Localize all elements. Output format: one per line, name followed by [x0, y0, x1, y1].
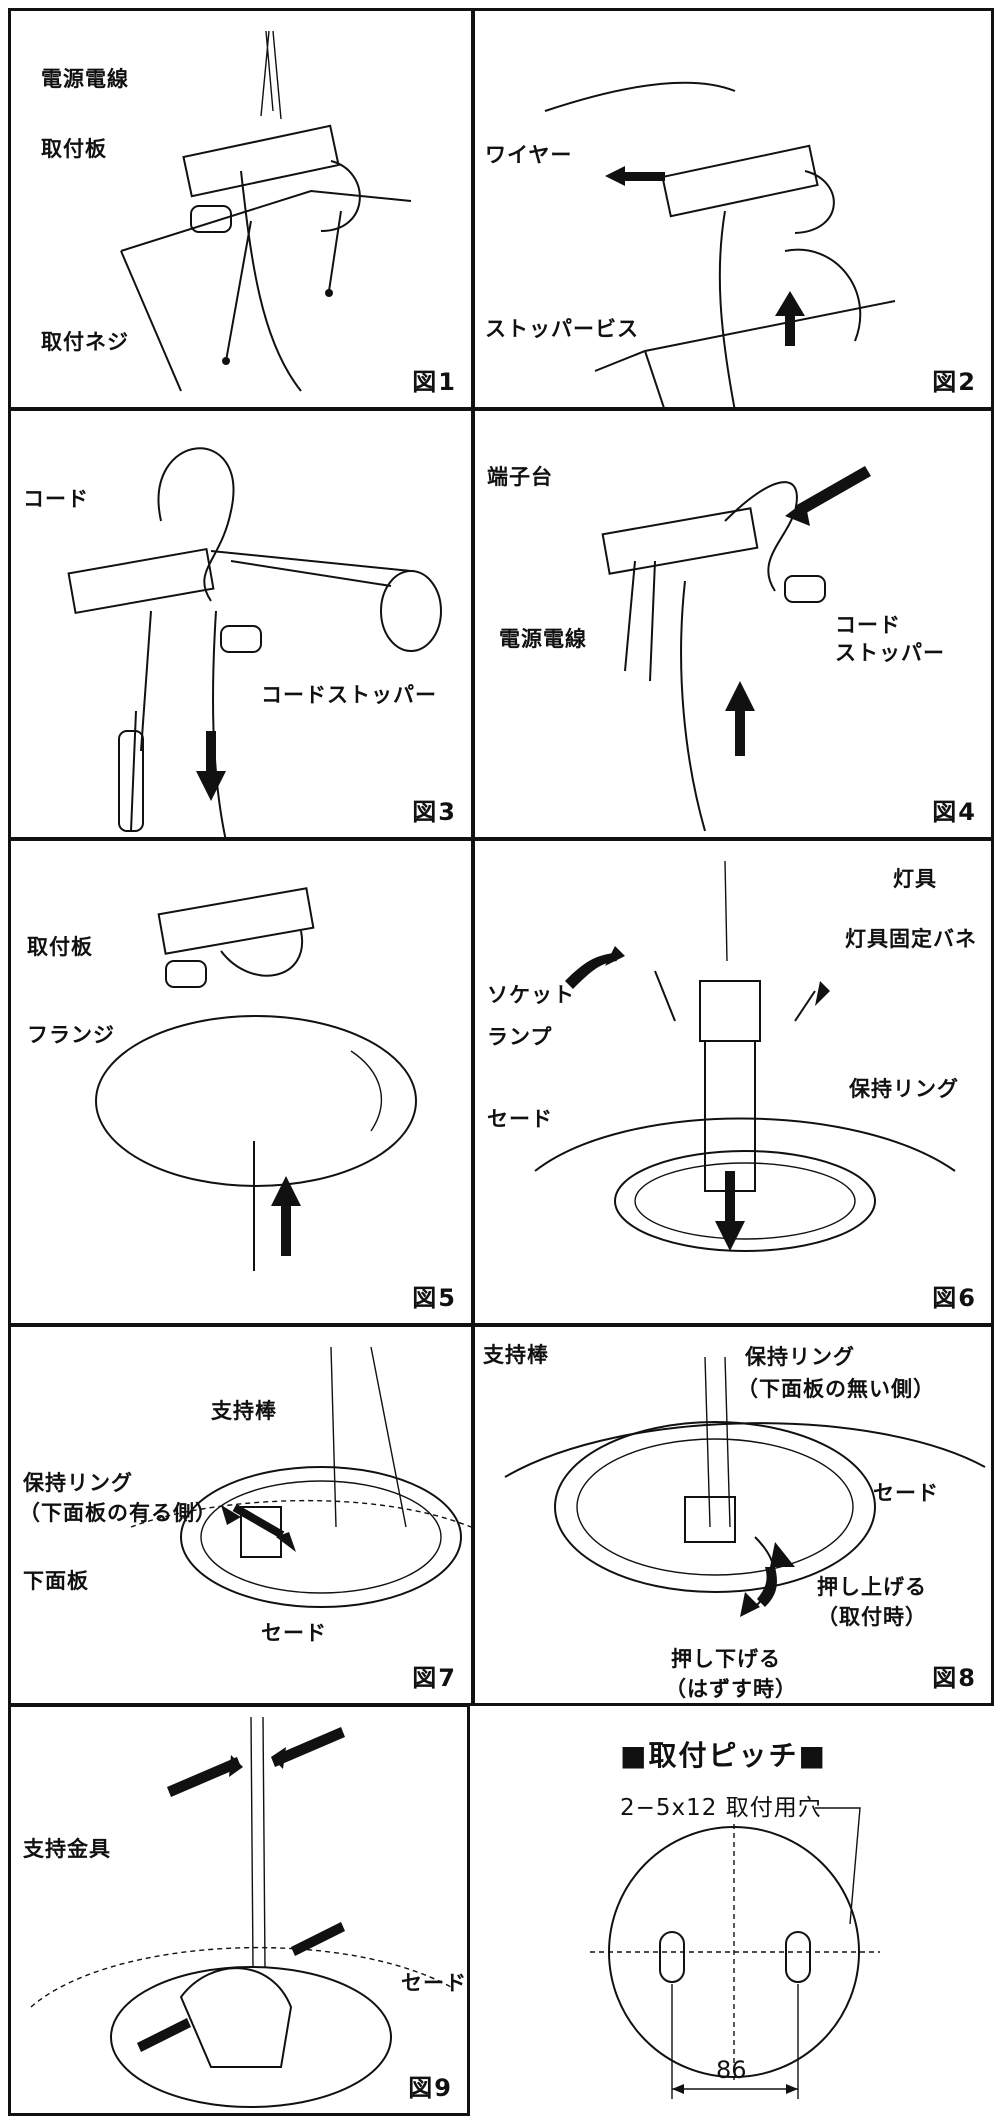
fig1-illustration — [120, 30, 412, 392]
fig-number-6: 図6 — [932, 1284, 977, 1312]
label-terminal-block: 端子台 — [487, 465, 553, 489]
label-holding-ring-7: 保持リング — [23, 1471, 133, 1495]
panel-fig4: 端子台 電源電線 コード ストッパー 図4 — [472, 408, 994, 840]
panel-fig8: 支持棒 保持リング （下面板の無い側） セード 押し上げる （取付時） 押し下げ… — [472, 1324, 994, 1706]
label-shade: セード — [487, 1107, 553, 1131]
label-power-wire-4: 電源電線 — [499, 627, 587, 651]
label-holding-ring-note-8: （下面板の無い側） — [737, 1377, 935, 1401]
fig6-illustration — [534, 860, 956, 1252]
label-push-up-note: （取付時） — [817, 1605, 927, 1629]
pitch-diagram — [590, 1807, 880, 2099]
mounting-pitch-section: ■取付ピッチ■ 2−5x12 取付用穴 86 — [470, 1704, 994, 2116]
fig-number-4: 図4 — [932, 798, 977, 826]
fig8-illustration — [504, 1356, 986, 1617]
label-support-bracket: 支持金具 — [23, 1837, 111, 1861]
fig-number-2: 図2 — [932, 368, 977, 396]
label-holding-ring-8: 保持リング — [745, 1345, 855, 1369]
label-support-rod: 支持棒 — [211, 1399, 277, 1423]
label-socket: ソケット — [487, 983, 575, 1007]
label-fixture-spring: 灯具固定バネ — [845, 927, 977, 951]
pitch-dimension: 86 — [716, 2056, 747, 2084]
fig2-illustration — [544, 81, 896, 407]
fig3-illustration — [67, 447, 442, 837]
fig7-illustration — [130, 1346, 471, 1608]
panel-fig9: 支持金具 セード 図9 — [8, 1704, 470, 2116]
label-push-down: 押し下げる — [671, 1647, 781, 1671]
label-mount-plate: 取付板 — [41, 137, 107, 161]
fig-number-9: 図9 — [408, 2074, 453, 2102]
label-lamp: ランプ — [487, 1025, 553, 1049]
label-push-up: 押し上げる — [817, 1575, 927, 1599]
pitch-title: ■取付ピッチ■ — [620, 1739, 827, 1772]
fig9-illustration — [30, 1716, 452, 2108]
label-push-down-note: （はずす時） — [665, 1677, 797, 1701]
label-cord-stopper: コードストッパー — [261, 683, 437, 707]
panel-fig1: 電源電線 取付板 取付ネジ 図1 — [8, 8, 474, 410]
fig-number-7: 図7 — [412, 1664, 457, 1692]
label-mount-screw: 取付ネジ — [41, 330, 129, 354]
label-fixture: 灯具 — [893, 867, 937, 891]
label-shade-9: セード — [401, 1971, 467, 1995]
label-cord-stopper-line2: ストッパー — [835, 641, 945, 665]
label-holding-ring-note-7: （下面板の有る側） — [19, 1501, 217, 1525]
label-flange: フランジ — [27, 1023, 115, 1047]
label-bottom-plate: 下面板 — [23, 1569, 89, 1593]
fig4-illustration — [601, 466, 871, 832]
fig-number-1: 図1 — [412, 368, 457, 396]
pitch-spec: 2−5x12 取付用穴 — [620, 1795, 822, 1821]
panel-fig2: ワイヤー ストッパービス 図2 — [472, 8, 994, 410]
panel-fig6: 灯具 灯具固定バネ ソケット ランプ 保持リング セード 図6 — [472, 838, 994, 1326]
label-shade-8: セード — [873, 1481, 939, 1505]
panel-fig3: コード コードストッパー 図3 — [8, 408, 474, 840]
label-cord-stopper-line1: コード — [835, 613, 901, 637]
fig-number-3: 図3 — [412, 798, 457, 826]
label-shade-7: セード — [261, 1621, 327, 1645]
label-stopper-screw: ストッパービス — [485, 317, 639, 341]
panel-fig7: 支持棒 保持リング （下面板の有る側） 下面板 セード 図7 — [8, 1324, 474, 1706]
fig5-illustration — [95, 887, 417, 1271]
label-mount-plate-5: 取付板 — [27, 935, 93, 959]
label-wire: ワイヤー — [485, 143, 573, 167]
label-cord: コード — [23, 487, 89, 511]
fig-number-5: 図5 — [412, 1284, 457, 1312]
label-power-wire: 電源電線 — [41, 67, 129, 91]
label-support-rod-8: 支持棒 — [483, 1343, 549, 1367]
label-holding-ring: 保持リング — [849, 1077, 959, 1101]
fig-number-8: 図8 — [932, 1664, 977, 1692]
panel-fig5: 取付板 フランジ 図5 — [8, 838, 474, 1326]
